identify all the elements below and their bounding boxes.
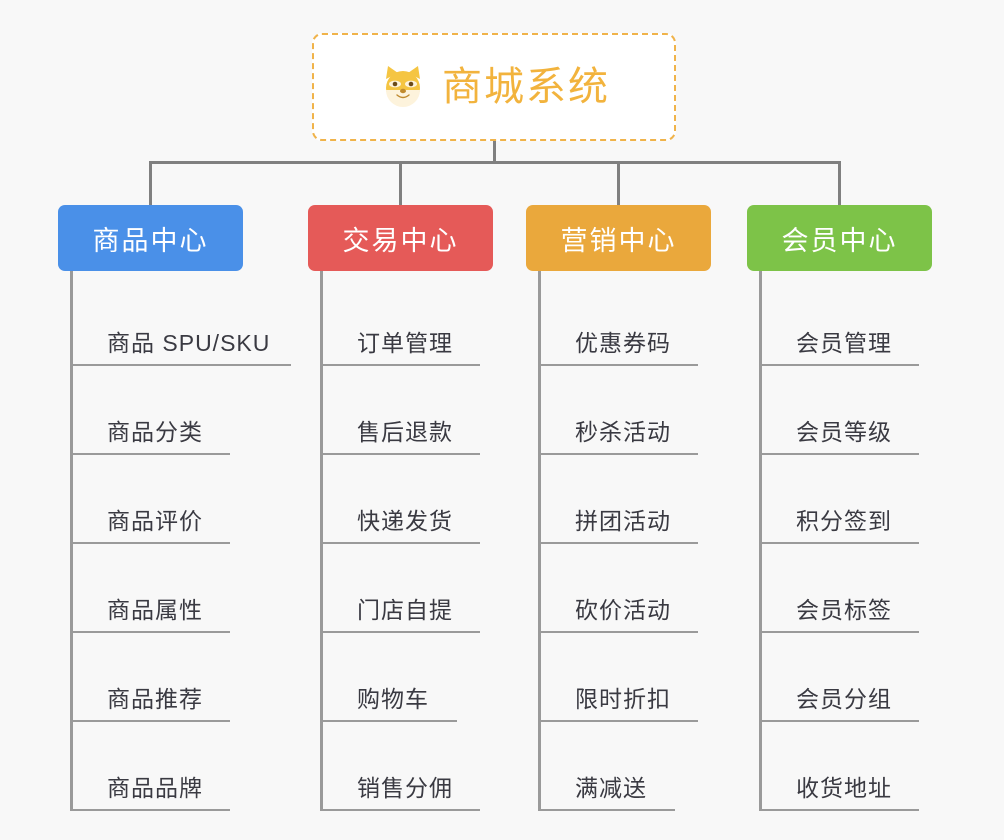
leaf-item-label: 订单管理	[357, 330, 453, 356]
leaf-list-product-center: 商品 SPU/SKU 商品分类 商品评价 商品属性 商品推荐 商品品牌	[70, 271, 291, 811]
leaf-item-label: 满减送	[575, 775, 647, 801]
leaf-item[interactable]: 售后退款	[323, 366, 480, 455]
category-header-label: 交易中心	[342, 225, 459, 256]
connector-drop-1	[149, 161, 152, 205]
category-header-label: 商品中心	[92, 225, 209, 256]
leaf-item[interactable]: 商品分类	[73, 366, 230, 455]
connector-drop-2	[399, 161, 402, 205]
leaf-item-label: 砍价活动	[575, 597, 671, 623]
leaf-item-label: 购物车	[357, 686, 429, 712]
leaf-item[interactable]: 满减送	[541, 722, 675, 811]
leaf-item-label: 会员等级	[796, 419, 892, 445]
column-product-center: 商品中心 商品 SPU/SKU 商品分类 商品评价 商品属性 商品推荐 商品品牌	[58, 205, 291, 811]
leaf-item-label: 拼团活动	[575, 508, 671, 534]
leaf-item-label: 售后退款	[357, 419, 453, 445]
column-marketing-center: 营销中心 优惠券码 秒杀活动 拼团活动 砍价活动 限时折扣 满减送	[526, 205, 726, 811]
leaf-item-label: 商品属性	[107, 597, 203, 623]
leaf-item[interactable]: 快递发货	[323, 455, 480, 544]
leaf-item[interactable]: 会员分组	[762, 633, 919, 722]
leaf-item-label: 商品 SPU/SKU	[107, 330, 271, 356]
leaf-item[interactable]: 秒杀活动	[541, 366, 698, 455]
leaf-item-label: 门店自提	[357, 597, 453, 623]
leaf-item[interactable]: 砍价活动	[541, 544, 698, 633]
connector-root-stem	[493, 141, 496, 163]
leaf-item-label: 会员标签	[796, 597, 892, 623]
leaf-item-label: 商品推荐	[107, 686, 203, 712]
leaf-item-label: 销售分佣	[357, 775, 453, 801]
leaf-item[interactable]: 拼团活动	[541, 455, 698, 544]
category-header-label: 会员中心	[781, 225, 898, 256]
leaf-item[interactable]: 收货地址	[762, 722, 919, 811]
leaf-item-label: 商品分类	[107, 419, 203, 445]
connector-drop-3	[617, 161, 620, 205]
leaf-item-label: 秒杀活动	[575, 419, 671, 445]
connector-drop-4	[838, 161, 841, 205]
leaf-item-label: 会员分组	[796, 686, 892, 712]
leaf-item[interactable]: 商品 SPU/SKU	[73, 277, 291, 366]
leaf-list-trade-center: 订单管理 售后退款 快递发货 门店自提 购物车 销售分佣	[320, 271, 508, 811]
category-header-member-center[interactable]: 会员中心	[747, 205, 932, 271]
leaf-item-label: 优惠券码	[575, 330, 671, 356]
leaf-item[interactable]: 优惠券码	[541, 277, 698, 366]
column-member-center: 会员中心 会员管理 会员等级 积分签到 会员标签 会员分组 收货地址	[747, 205, 947, 811]
leaf-item-label: 商品评价	[107, 508, 203, 534]
leaf-item[interactable]: 订单管理	[323, 277, 480, 366]
leaf-item[interactable]: 商品属性	[73, 544, 230, 633]
leaf-list-member-center: 会员管理 会员等级 积分签到 会员标签 会员分组 收货地址	[759, 271, 947, 811]
category-header-marketing-center[interactable]: 营销中心	[526, 205, 711, 271]
shiba-dog-icon	[378, 62, 428, 112]
category-header-label: 营销中心	[560, 225, 677, 256]
connector-horizontal-bar	[149, 161, 841, 164]
column-trade-center: 交易中心 订单管理 售后退款 快递发货 门店自提 购物车 销售分佣	[308, 205, 508, 811]
root-node[interactable]: 商城系统	[312, 33, 676, 141]
leaf-item[interactable]: 销售分佣	[323, 722, 480, 811]
leaf-item[interactable]: 限时折扣	[541, 633, 698, 722]
leaf-item-label: 限时折扣	[575, 686, 671, 712]
leaf-item[interactable]: 会员管理	[762, 277, 919, 366]
leaf-item[interactable]: 积分签到	[762, 455, 919, 544]
leaf-item-label: 商品品牌	[107, 775, 203, 801]
leaf-item[interactable]: 购物车	[323, 633, 457, 722]
leaf-item[interactable]: 商品评价	[73, 455, 230, 544]
leaf-item-label: 快递发货	[357, 508, 453, 534]
leaf-item[interactable]: 会员标签	[762, 544, 919, 633]
leaf-list-marketing-center: 优惠券码 秒杀活动 拼团活动 砍价活动 限时折扣 满减送	[538, 271, 726, 811]
root-title: 商城系统	[442, 65, 610, 109]
leaf-item-label: 会员管理	[796, 330, 892, 356]
leaf-item-label: 积分签到	[796, 508, 892, 534]
category-header-product-center[interactable]: 商品中心	[58, 205, 243, 271]
leaf-item[interactable]: 商品品牌	[73, 722, 230, 811]
leaf-item-label: 收货地址	[796, 775, 892, 801]
leaf-item[interactable]: 门店自提	[323, 544, 480, 633]
category-header-trade-center[interactable]: 交易中心	[308, 205, 493, 271]
leaf-item[interactable]: 会员等级	[762, 366, 919, 455]
leaf-item[interactable]: 商品推荐	[73, 633, 230, 722]
